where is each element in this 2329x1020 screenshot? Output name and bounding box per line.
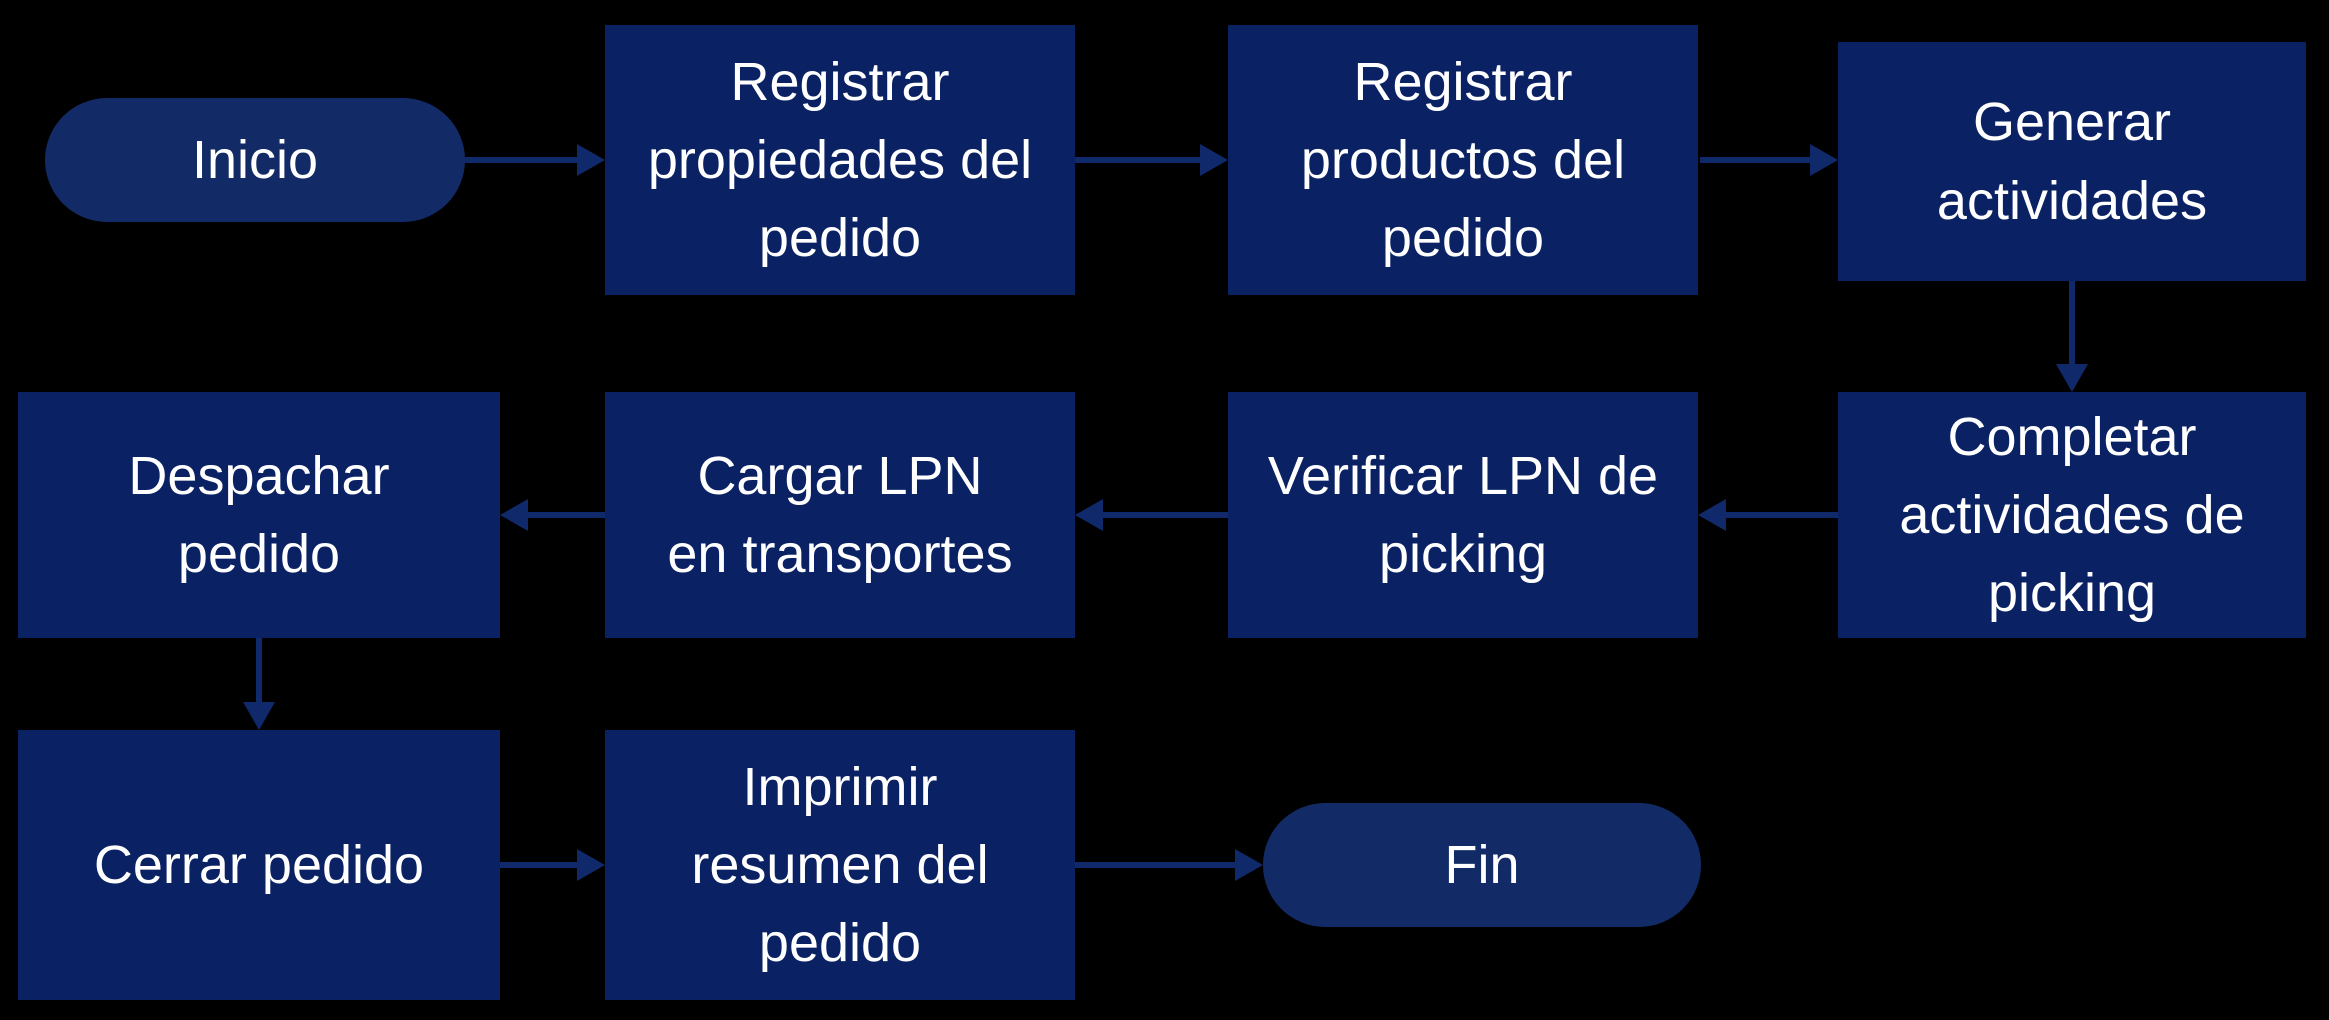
flow-node-generar-actividades: Generar actividades [1838, 42, 2306, 281]
flow-node-label: Cargar LPN en transportes [667, 445, 1013, 584]
arrow-completar-actividades-to-verificar-lpn [1698, 499, 1838, 531]
arrow-registrar-propiedades-to-registrar-productos [1075, 144, 1228, 176]
arrow-despachar-pedido-to-cerrar-pedido [243, 638, 275, 730]
flow-node-verificar-lpn: Verificar LPN de picking [1228, 392, 1698, 638]
flow-node-label: Fin [1444, 834, 1520, 895]
arrow-registrar-productos-to-generar-actividades [1700, 144, 1838, 176]
flow-node-label: Cerrar pedido [93, 834, 425, 895]
arrow-verificar-lpn-to-cargar-lpn [1075, 499, 1228, 531]
flow-node-cerrar-pedido: Cerrar pedido [18, 730, 500, 1000]
flow-node-inicio: Inicio [45, 98, 465, 222]
flow-node-label: Generar actividades [1936, 92, 2208, 231]
arrow-imprimir-resumen-to-fin [1075, 849, 1263, 881]
flow-node-registrar-productos: Registrar productos del pedido [1228, 25, 1698, 295]
flow-node-label: Verificar LPN de picking [1267, 445, 1659, 584]
flow-node-label: Inicio [191, 129, 319, 190]
flow-node-imprimir-resumen: Imprimir resumen del pedido [605, 730, 1075, 1000]
flow-node-label: Registrar productos del pedido [1300, 51, 1626, 269]
flow-node-label: Imprimir resumen del pedido [691, 756, 989, 974]
flow-node-fin: Fin [1263, 803, 1701, 927]
flow-node-despachar-pedido: Despachar pedido [18, 392, 500, 638]
flow-node-label: Despachar pedido [128, 445, 390, 584]
flow-node-label: Completar actividades de picking [1899, 406, 2245, 624]
flow-node-registrar-propiedades: Registrar propiedades del pedido [605, 25, 1075, 295]
arrow-inicio-to-registrar-propiedades [465, 144, 605, 176]
arrow-generar-actividades-to-completar-actividades [2056, 281, 2088, 392]
flow-node-label: Registrar propiedades del pedido [647, 51, 1033, 269]
arrow-cerrar-pedido-to-imprimir-resumen [500, 849, 605, 881]
flow-node-completar-actividades: Completar actividades de picking [1838, 392, 2306, 638]
arrow-cargar-lpn-to-despachar-pedido [500, 499, 605, 531]
flow-node-cargar-lpn: Cargar LPN en transportes [605, 392, 1075, 638]
